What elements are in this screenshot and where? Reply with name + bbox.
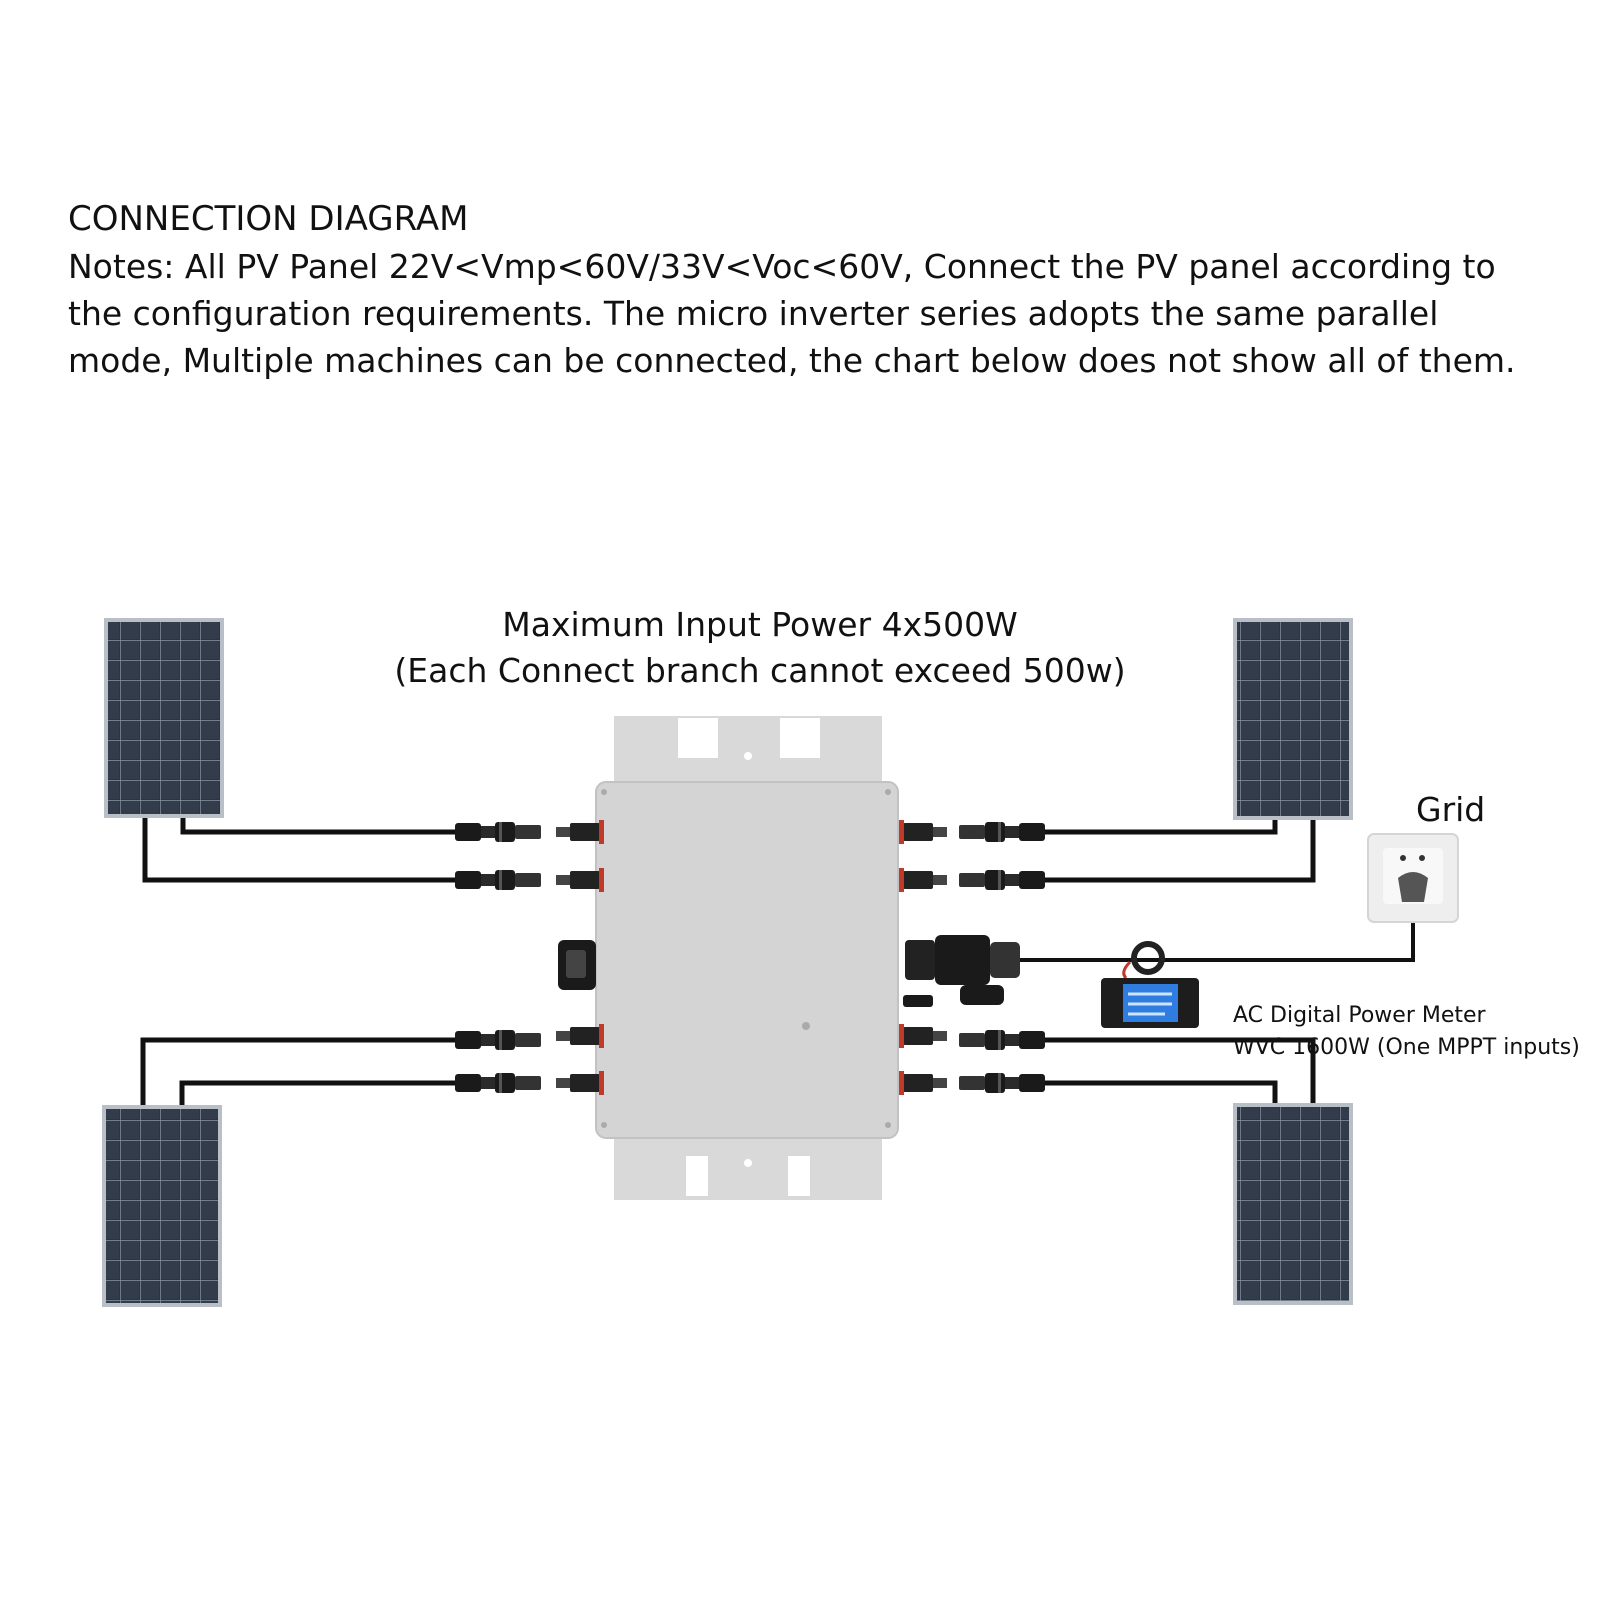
ac-cap-left [558, 940, 596, 990]
solar-panel-top-right [1233, 618, 1353, 820]
wall-socket-icon [1367, 833, 1459, 923]
solar-panel-bottom-right [1233, 1103, 1353, 1305]
input-power-caption: Maximum Input Power 4x500W (Each Connect… [380, 602, 1140, 694]
notes-text: Notes: All PV Panel 22V<Vmp<60V/33V<Voc<… [68, 247, 1516, 380]
diagram-title: CONNECTION DIAGRAM [68, 199, 469, 239]
ac-output-connector [903, 935, 1020, 1007]
meter-label-line-1: AC Digital Power Meter [1233, 1003, 1486, 1028]
power-meter-icon [1101, 941, 1199, 1028]
header: CONNECTION DIAGRAM Notes: All PV Panel 2… [68, 196, 1548, 384]
solar-panel-bottom-left [102, 1105, 222, 1307]
caption-line-1: Maximum Input Power 4x500W [502, 605, 1018, 644]
grid-label: Grid [1416, 790, 1486, 829]
dc-cables [140, 818, 1316, 1105]
solar-panel-top-left [104, 618, 224, 818]
caption-line-2: (Each Connect branch cannot exceed 500w) [394, 651, 1126, 690]
micro-inverter [595, 716, 899, 1200]
ac-cable [1020, 920, 1415, 962]
